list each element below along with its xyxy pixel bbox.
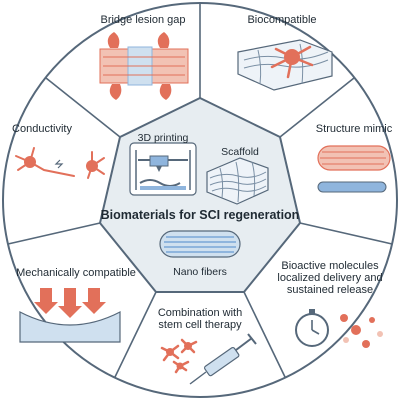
- 3d-printer-icon: [129, 142, 197, 196]
- nanofibers-label: Nano fibers: [173, 266, 227, 278]
- structure-label: Structure mimic: [316, 123, 393, 135]
- bridge-lesion-icon: [99, 32, 189, 100]
- divider-lower-right: [299, 222, 393, 245]
- printing-label: 3D printing: [138, 132, 189, 144]
- molecule-dots-icon: [340, 314, 383, 348]
- combination-label-1: Combination with: [158, 307, 242, 319]
- divider-bottom-left: [114, 291, 157, 378]
- biocompatible-icon: [237, 39, 333, 91]
- stopwatch-icon: [295, 309, 329, 347]
- biocompatible-label: Biocompatible: [247, 14, 316, 26]
- nano-fibers-icon: [159, 230, 241, 258]
- center-title: Biomaterials for SCI regeneration: [101, 208, 300, 222]
- structure-mimic-icon: [317, 145, 391, 193]
- mechanical-label: Mechanically compatible: [16, 267, 136, 279]
- bioactive-label-1: Bioactive molecules: [281, 260, 379, 272]
- divider-bottom-right: [243, 291, 286, 378]
- divider-lower-left: [7, 222, 101, 245]
- bridge-label: Bridge lesion gap: [100, 14, 185, 26]
- syringe-icon: [189, 333, 257, 385]
- stem-cell-icon: [160, 338, 198, 374]
- bioactive-label-3: sustained release: [287, 284, 373, 296]
- bioactive-label-2: localized delivery and: [277, 272, 382, 284]
- combination-label-2: stem cell therapy: [158, 319, 242, 331]
- scaffold-label: Scaffold: [221, 146, 259, 158]
- conductivity-label: Conductivity: [12, 123, 72, 135]
- divider-upper-left: [45, 77, 121, 138]
- mechanical-compatible-icon: [19, 288, 121, 343]
- divider-upper-right: [279, 77, 355, 138]
- scaffold-icon: [206, 157, 269, 205]
- conductivity-icon: [15, 147, 105, 179]
